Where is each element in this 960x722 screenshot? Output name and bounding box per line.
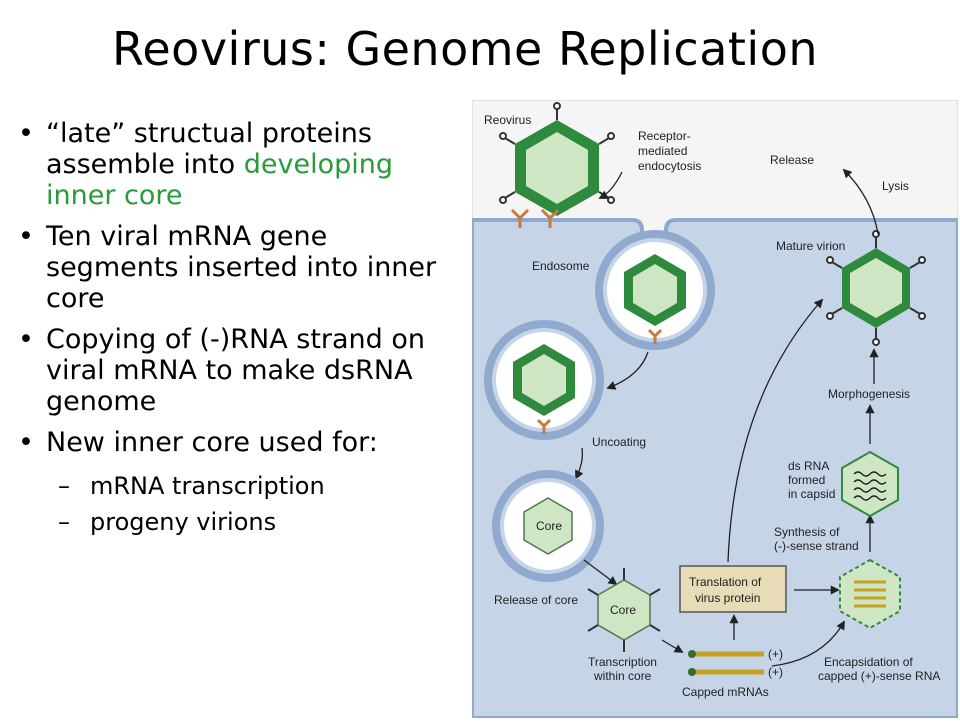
label-synthesis: Synthesis of bbox=[774, 525, 840, 539]
label-release-of-core: Release of core bbox=[494, 593, 578, 607]
label-plus-1: (+) bbox=[768, 647, 783, 661]
label-transcription: Transcription bbox=[588, 655, 657, 669]
bullet-item-new-core: • New inner core used for: bbox=[18, 427, 458, 458]
arrow-uncoating bbox=[575, 447, 584, 480]
label-mediated: mediated bbox=[638, 144, 687, 158]
endosome-core bbox=[492, 470, 604, 582]
arrow-release-core bbox=[583, 559, 618, 586]
diagram-svg: Reovirus Receptor- mediated endocytosis … bbox=[470, 99, 960, 720]
label-capped-sense-rna: capped (+)-sense RNA bbox=[818, 669, 940, 683]
label-formed: formed bbox=[788, 473, 825, 487]
label-in-capsid: in capsid bbox=[788, 487, 835, 501]
bullet-highlight: developing inner core bbox=[46, 149, 393, 211]
endosome-2 bbox=[484, 320, 604, 440]
arrow-endocytosis bbox=[598, 171, 623, 199]
subbullet-text: mRNA transcription bbox=[90, 472, 325, 500]
label-within-core: within core bbox=[593, 669, 652, 683]
label-release: Release bbox=[770, 153, 814, 167]
encapsidation-particle bbox=[839, 558, 901, 630]
bullet-dot: • bbox=[18, 427, 34, 458]
arrow-to-mrna bbox=[661, 639, 684, 653]
mature-virion bbox=[826, 230, 926, 346]
replication-diagram: Reovirus Receptor- mediated endocytosis … bbox=[470, 99, 960, 720]
bullet-item-late-proteins: • “late” structual proteins assemble int… bbox=[18, 118, 458, 211]
label-endocytosis: endocytosis bbox=[638, 159, 701, 173]
label-reovirus: Reovirus bbox=[484, 113, 531, 127]
label-encapsidation: Encapsidation of bbox=[824, 655, 913, 669]
arrow-to-endosome2 bbox=[606, 351, 649, 390]
label-dsrna: ds RNA bbox=[788, 459, 829, 473]
slide-title: Reovirus: Genome Replication bbox=[111, 22, 819, 76]
bullet-text: New inner core used for: bbox=[46, 427, 378, 458]
label-core-released: Core bbox=[610, 603, 636, 617]
label-lysis: Lysis bbox=[882, 179, 909, 193]
subbullet-transcription: – mRNA transcription bbox=[18, 468, 458, 504]
bullet-text: Copying of (-)RNA strand on viral mRNA t… bbox=[46, 324, 426, 417]
label-translation: Translation of bbox=[689, 575, 762, 589]
subbullet-progeny: – progeny virions bbox=[18, 504, 458, 540]
subbullet-text: progeny virions bbox=[90, 508, 277, 536]
endosome-1 bbox=[595, 230, 715, 350]
sub-dash: – bbox=[58, 472, 70, 500]
bullet-list: • “late” structual proteins assemble int… bbox=[18, 118, 458, 540]
receptor-right bbox=[540, 208, 560, 228]
arrow-to-mature bbox=[727, 298, 824, 563]
bullet-dot: • bbox=[18, 324, 34, 355]
bullet-text: Ten viral mRNA gene segments inserted in… bbox=[46, 221, 437, 314]
label-virus-protein: virus protein bbox=[695, 591, 760, 605]
bullet-text: “late” structual proteins assemble into bbox=[46, 118, 372, 180]
arrow-mrna-encapsidation bbox=[771, 620, 845, 667]
label-capped-mrnas: Capped mRNAs bbox=[682, 685, 769, 699]
label-receptor: Receptor- bbox=[638, 129, 691, 143]
sub-dash: – bbox=[58, 508, 70, 536]
capped-mrnas bbox=[688, 650, 764, 676]
bullet-dot: • bbox=[18, 221, 34, 252]
label-uncoating: Uncoating bbox=[592, 435, 646, 449]
label-morphogenesis: Morphogenesis bbox=[828, 387, 910, 401]
translation-box bbox=[679, 565, 787, 613]
bullet-item-mrna-segments: • Ten viral mRNA gene segments inserted … bbox=[18, 221, 458, 314]
dsrna-capsid bbox=[841, 450, 899, 518]
arrow-release bbox=[842, 168, 879, 235]
label-mature-virion: Mature virion bbox=[776, 239, 845, 253]
receptor-left bbox=[510, 208, 530, 228]
bullet-item-copying: • Copying of (-)RNA strand on viral mRNA… bbox=[18, 324, 458, 417]
label-core: Core bbox=[536, 519, 562, 533]
label-endosome: Endosome bbox=[532, 259, 590, 273]
bullet-dot: • bbox=[18, 118, 34, 149]
label-minus-strand: (-)-sense strand bbox=[774, 539, 859, 553]
reovirus-particle bbox=[499, 102, 615, 216]
label-plus-2: (+) bbox=[768, 665, 783, 679]
released-core bbox=[587, 568, 661, 652]
